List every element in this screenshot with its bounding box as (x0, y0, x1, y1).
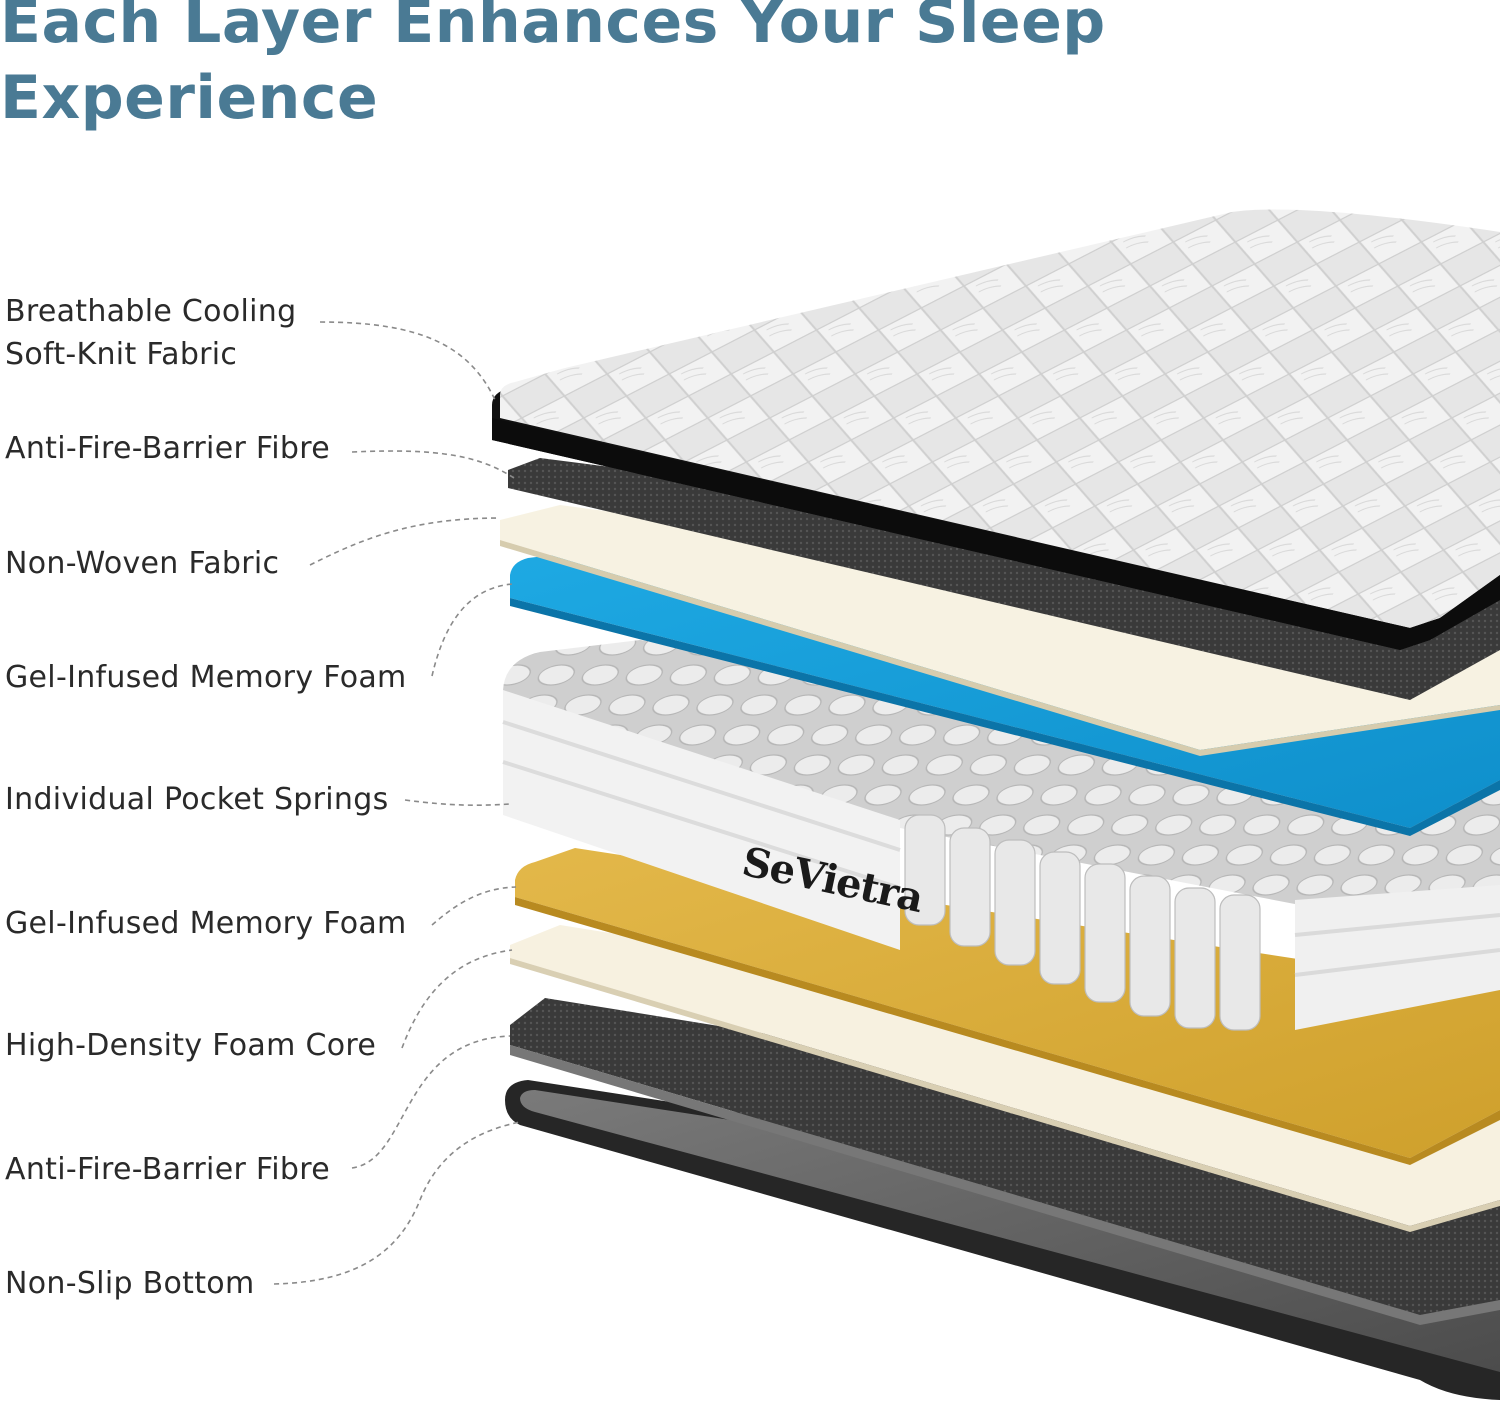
label-non-woven-fabric: Non-Woven Fabric (5, 546, 280, 581)
label-breathable-cooling-fabric: Breathable Cooling Soft-Knit Fabric (5, 294, 297, 372)
label-high-density-foam-core: High-Density Foam Core (5, 1028, 377, 1063)
non-woven-fabric-layer (500, 505, 1500, 756)
pocket-springs-layer (502, 640, 1500, 1031)
page-title: Each Layer Enhances Your Sleep Experienc… (0, 0, 1106, 136)
gold-memory-foam-layer (515, 848, 1500, 1165)
non-slip-bottom-layer (505, 1080, 1500, 1400)
leader-lines (273, 321, 521, 1285)
anti-fire-fibre-upper-layer (508, 458, 1500, 700)
label-non-slip-bottom: Non-Slip Bottom (5, 1266, 255, 1301)
label-anti-fire-fibre-lower: Anti-Fire-Barrier Fibre (5, 1152, 331, 1187)
high-density-foam-core-layer (510, 925, 1500, 1232)
page-title-line-2: Experience (0, 63, 379, 133)
page-title-line-1: Each Layer Enhances Your Sleep (0, 0, 1106, 57)
label-gel-memory-foam-lower: Gel-Infused Memory Foam (5, 906, 407, 941)
anti-fire-fibre-lower-layer (510, 998, 1500, 1325)
label-pocket-springs: Individual Pocket Springs (5, 782, 389, 817)
label-anti-fire-fibre-upper: Anti-Fire-Barrier Fibre (5, 431, 331, 466)
quilted-top-layer (492, 209, 1500, 650)
label-gel-memory-foam-upper: Gel-Infused Memory Foam (5, 660, 407, 695)
